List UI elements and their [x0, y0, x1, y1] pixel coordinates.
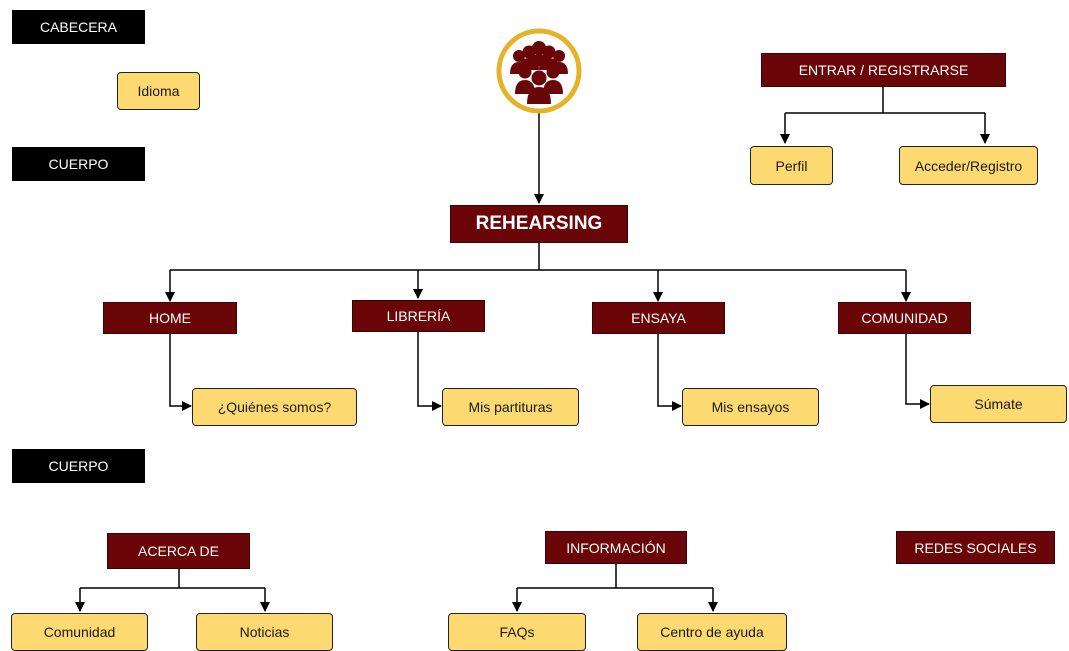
child-node-quienes-somos: ¿Quiénes somos?	[192, 388, 357, 426]
profile-node: Perfil	[750, 146, 833, 185]
ensaya-to-child-connector	[657, 334, 682, 411]
login-register-node: ENTRAR / REGISTRARSE	[761, 53, 1006, 87]
access-register-node: Acceder/Registro	[899, 146, 1038, 185]
about-node: ACERCA DE	[107, 533, 250, 569]
child-node-faqs: FAQs	[448, 613, 586, 651]
section-label-cuerpo: CUERPO	[12, 449, 145, 483]
nav-node-comunidad: COMUNIDAD	[838, 302, 971, 334]
rehearsing-root-node: REHEARSING	[450, 205, 628, 243]
child-node-sumate: Súmate	[930, 385, 1067, 423]
group-of-people-icon	[496, 28, 582, 114]
home-to-child-connector	[169, 334, 192, 411]
nav-node-ensaya: ENSAYA	[592, 302, 725, 334]
social-networks-node: REDES SOCIALES	[896, 531, 1055, 564]
section-label-cuerpo: CUERPO	[12, 147, 145, 181]
child-node-noticias: Noticias	[196, 613, 333, 651]
info-node: INFORMACIÓN	[545, 531, 687, 564]
child-node-comunidad: Comunidad	[11, 613, 148, 651]
section-label-cabecera: CABECERA	[12, 10, 145, 44]
nav-node-libreria: LIBRERÍA	[352, 300, 485, 332]
child-node-mis-partituras: Mis partituras	[442, 388, 579, 426]
child-node-mis-ensayos: Mis ensayos	[682, 388, 819, 426]
child-node-centro-ayuda: Centro de ayuda	[637, 613, 787, 651]
nav-node-home: HOME	[103, 302, 237, 334]
libreria-to-child-connector	[417, 332, 442, 411]
comunidad-to-child-connector	[905, 334, 930, 409]
language-node: Idioma	[117, 72, 200, 110]
